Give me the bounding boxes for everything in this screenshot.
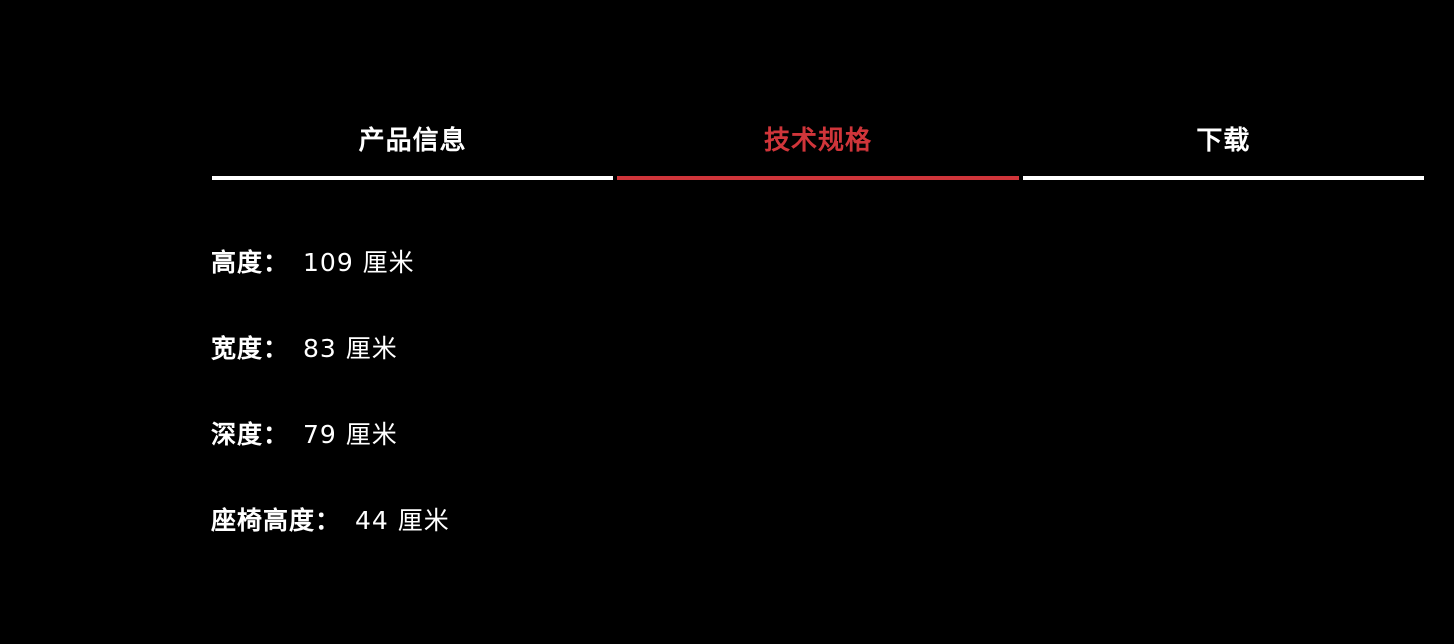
spec-row-depth: 深度： 79 厘米 — [211, 412, 450, 498]
spec-label: 高度： — [211, 248, 290, 277]
spec-value: 109 厘米 — [303, 248, 415, 277]
spec-label: 深度： — [211, 420, 290, 449]
spec-row-width: 宽度： 83 厘米 — [211, 326, 450, 412]
spec-label: 宽度： — [211, 334, 290, 363]
tab-product-info[interactable]: 产品信息 — [212, 112, 614, 180]
tab-bar: 产品信息 技术规格 下载 — [212, 112, 1424, 180]
spec-row-height: 高度： 109 厘米 — [211, 240, 450, 326]
tab-technical-specs[interactable]: 技术规格 — [617, 112, 1019, 180]
spec-label: 座椅高度： — [211, 506, 342, 535]
spec-value: 83 厘米 — [303, 334, 398, 363]
spec-value: 44 厘米 — [355, 506, 450, 535]
tab-downloads[interactable]: 下载 — [1022, 112, 1424, 180]
spec-row-seat-height: 座椅高度： 44 厘米 — [211, 498, 450, 584]
specs-list: 高度： 109 厘米 宽度： 83 厘米 深度： 79 厘米 座椅高度： 44 … — [211, 240, 450, 584]
spec-value: 79 厘米 — [303, 420, 398, 449]
